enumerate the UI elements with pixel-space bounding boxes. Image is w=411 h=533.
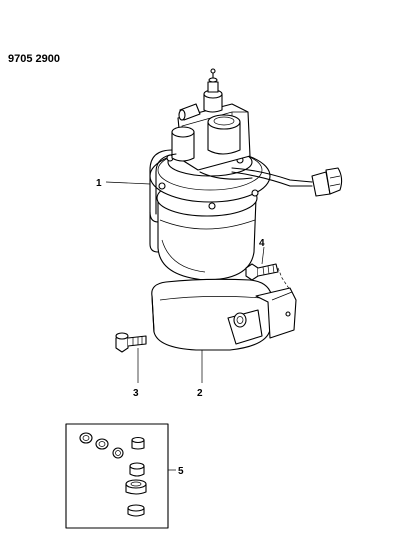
callout-3: 3 — [133, 388, 139, 399]
mounting-clamp-band — [151, 278, 297, 351]
vacuum-actuator-assembly — [149, 68, 343, 281]
diagram-part-number: 9705 2900 — [8, 53, 60, 65]
callout-4: 4 — [259, 238, 265, 249]
callout-5: 5 — [178, 466, 184, 477]
seal-kit-box — [65, 423, 169, 529]
bolt-part-4 — [245, 263, 291, 291]
callout-2: 2 — [197, 388, 203, 399]
bolt-part-3 — [115, 332, 147, 353]
callout-1: 1 — [96, 178, 102, 189]
leader-lines — [105, 181, 265, 471]
